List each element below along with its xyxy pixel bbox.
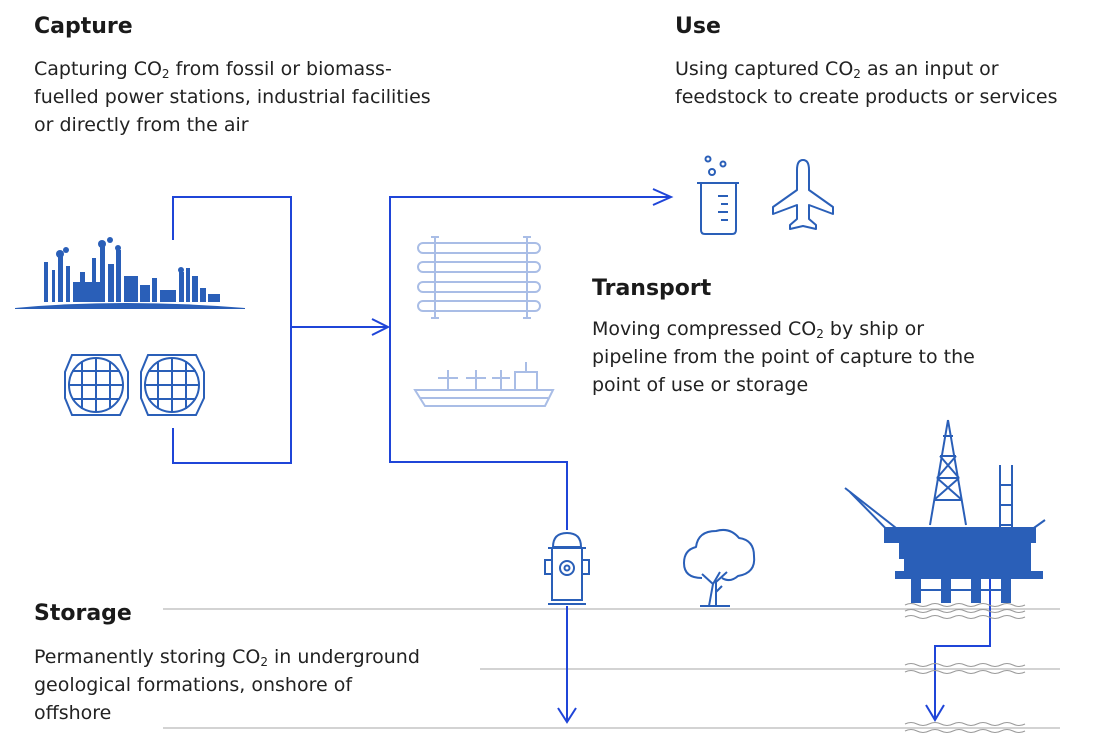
factory-skyline-icon — [15, 237, 245, 309]
airplane-icon — [772, 159, 834, 230]
well-hydrant-icon — [544, 531, 590, 605]
capture-title: Capture — [34, 14, 133, 39]
flow-lines — [172, 188, 991, 724]
storage-title: Storage — [34, 601, 132, 626]
transport-bracket — [389, 196, 670, 327]
transport-title: Transport — [592, 276, 712, 301]
arrow-head-offshore — [925, 704, 945, 722]
arrow-head-onshore — [557, 707, 577, 724]
arrow-head-transport — [371, 318, 391, 336]
water-waves — [904, 603, 1026, 733]
offshore-rig-icon — [844, 419, 1046, 603]
tree-icon — [683, 528, 756, 607]
ground-layers — [163, 608, 1060, 729]
capture-bracket — [172, 196, 292, 464]
tanker-ship-icon — [413, 362, 555, 407]
transport-to-storage-line — [389, 327, 568, 530]
use-title: Use — [675, 14, 721, 39]
arrow-head-use — [652, 188, 674, 206]
pipeline-icon — [417, 236, 541, 319]
use-description: Using captured CO2 as an input or feedst… — [675, 58, 1058, 108]
direct-air-capture-icon — [64, 354, 205, 416]
beaker-icon — [697, 155, 739, 235]
transport-description: Moving compressed CO2 by ship or pipelin… — [592, 318, 975, 396]
offshore-injection-line — [934, 530, 991, 720]
capture-description: Capturing CO2 from fossil or biomass- fu… — [34, 58, 431, 136]
storage-description: Permanently storing CO2 in underground g… — [34, 646, 420, 724]
